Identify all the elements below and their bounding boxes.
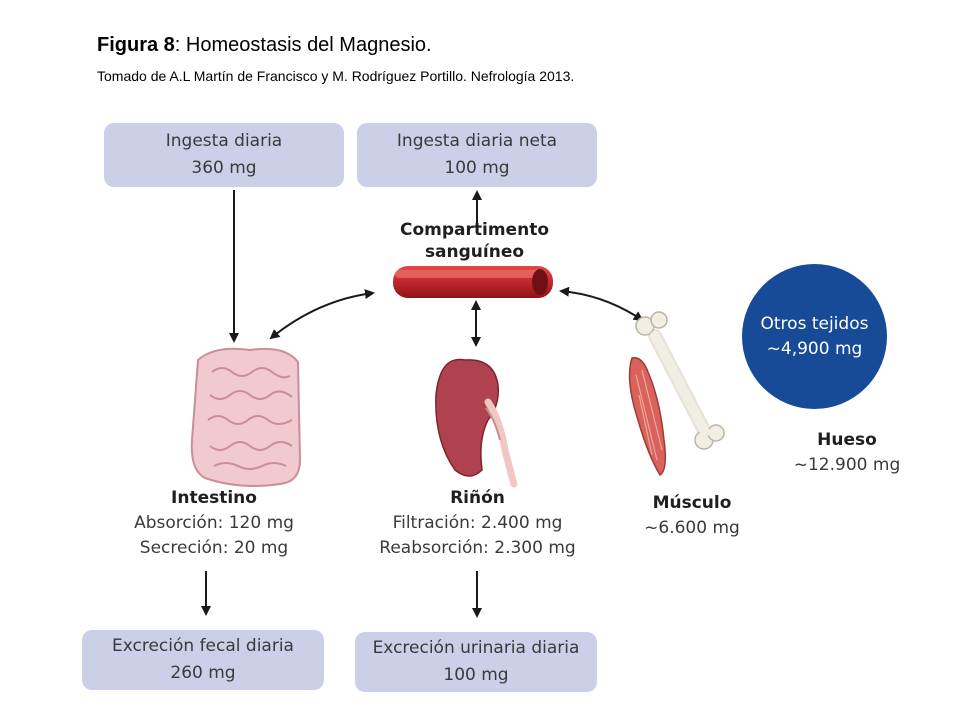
arrow-blood-intestine xyxy=(269,289,375,340)
blood-vessel-icon xyxy=(393,266,553,298)
muscle-value: ~6.600 mg xyxy=(644,518,740,538)
net-intake-label: Ingesta diaria neta xyxy=(396,131,558,151)
daily-intake-value: 360 mg xyxy=(191,158,257,178)
daily-intake-label: Ingesta diaria xyxy=(165,131,283,151)
kidney-icon xyxy=(435,358,518,488)
muscle-block: Músculo ~6.600 mg xyxy=(622,491,762,541)
arrow-blood-muscle xyxy=(559,286,644,322)
figure-title: : Homeostasis del Magnesio. xyxy=(174,34,432,56)
net-intake-box: Ingesta diaria neta 100 mg xyxy=(357,123,597,187)
figure-caption: Figura 8: Homeostasis del Magnesio. xyxy=(97,34,432,57)
urinary-excretion-box: Excreción urinaria diaria 100 mg xyxy=(355,632,597,692)
urinary-excretion-label: Excreción urinaria diaria xyxy=(372,638,580,658)
other-tissues-circle: Otros tejidos ~4,900 mg xyxy=(742,264,887,409)
bone-icon xyxy=(635,311,725,450)
intestine-absorption: Absorción: 120 mg xyxy=(134,513,294,533)
intestine-icon xyxy=(190,347,302,487)
kidney-block: Riñón Filtración: 2.400 mg Reabsorción: … xyxy=(355,486,600,561)
figure-source: Tomado de A.L Martín de Francisco y M. R… xyxy=(97,68,575,84)
muscle-title: Músculo xyxy=(652,493,732,513)
other-tissues-value: ~4,900 mg xyxy=(766,338,863,359)
bone-title: Hueso xyxy=(817,430,877,450)
kidney-reabsorption: Reabsorción: 2.300 mg xyxy=(379,538,576,558)
blood-compartment-line2: sanguíneo xyxy=(424,242,525,262)
intestine-block: Intestino Absorción: 120 mg Secreción: 2… xyxy=(104,486,324,561)
bone-value: ~12.900 mg xyxy=(793,455,901,475)
kidney-title: Riñón xyxy=(450,488,505,508)
fecal-excretion-value: 260 mg xyxy=(170,663,236,683)
muscle-icon xyxy=(628,357,667,477)
intestine-secretion: Secreción: 20 mg xyxy=(139,538,289,558)
net-intake-value: 100 mg xyxy=(444,158,510,178)
other-tissues-label: Otros tejidos xyxy=(760,313,869,334)
bone-block: Hueso ~12.900 mg xyxy=(777,428,917,478)
kidney-filtration: Filtración: 2.400 mg xyxy=(392,513,563,533)
fecal-excretion-box: Excreción fecal diaria 260 mg xyxy=(82,630,324,690)
figure-label: Figura 8 xyxy=(97,34,175,56)
daily-intake-box: Ingesta diaria 360 mg xyxy=(104,123,344,187)
blood-compartment-line1: Compartimento xyxy=(400,220,549,240)
fecal-excretion-label: Excreción fecal diaria xyxy=(112,636,294,656)
urinary-excretion-value: 100 mg xyxy=(443,665,509,685)
blood-compartment-label: Compartimento sanguíneo xyxy=(377,219,572,263)
intestine-title: Intestino xyxy=(171,488,257,508)
